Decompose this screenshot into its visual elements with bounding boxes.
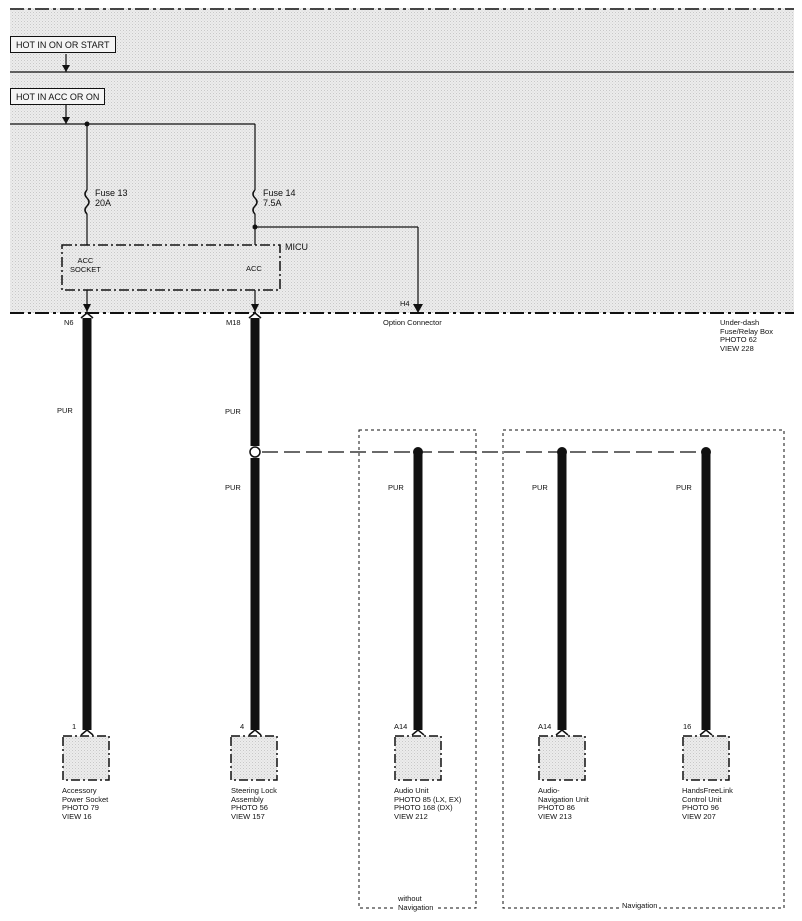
fuse-13-symbol bbox=[84, 189, 90, 215]
wire-color-hfl: PUR bbox=[676, 483, 692, 492]
connector-audio-nav-unit bbox=[538, 735, 586, 781]
hot-in-acc-or-on-label: HOT IN ACC OR ON bbox=[10, 88, 106, 105]
pin-steering-lock: 4 bbox=[240, 722, 245, 731]
wire-color-m18-upper: PUR bbox=[225, 407, 241, 416]
component-connectors bbox=[62, 729, 730, 781]
micu-label: MICU bbox=[285, 242, 308, 252]
option-connector-pin: H4 bbox=[400, 299, 410, 308]
wire-color-audio-nav: PUR bbox=[532, 483, 548, 492]
fuse-box-area bbox=[10, 8, 794, 313]
splice-steering bbox=[249, 446, 261, 458]
navigation-group bbox=[502, 429, 785, 909]
terminal-m18: M18 bbox=[226, 318, 241, 327]
hot-in-on-or-start-label: HOT IN ON OR START bbox=[10, 36, 116, 53]
pin-hfl-unit: 16 bbox=[683, 722, 692, 731]
option-connector-label: Option Connector bbox=[383, 318, 442, 327]
fuse-14-symbol bbox=[252, 189, 258, 215]
terminal-n6: N6 bbox=[64, 318, 74, 327]
pin-audio-unit: A14 bbox=[394, 722, 408, 731]
pin-audio-nav-unit: A14 bbox=[538, 722, 552, 731]
connector-accessory-socket bbox=[62, 735, 110, 781]
wire-color-m18-lower: PUR bbox=[225, 483, 241, 492]
connector-audio-unit bbox=[394, 735, 442, 781]
connector-hfl-unit bbox=[682, 735, 730, 781]
connector-steering-lock bbox=[230, 735, 278, 781]
pin-accessory-socket: 1 bbox=[72, 722, 77, 731]
option-connector-arrow bbox=[413, 304, 423, 313]
acc-label: ACC bbox=[246, 264, 262, 273]
navigation-caption: Navigation bbox=[620, 901, 660, 911]
wire-color-n6: PUR bbox=[57, 406, 73, 415]
without-navigation-group bbox=[358, 429, 477, 909]
wire-color-audio: PUR bbox=[388, 483, 404, 492]
micu-box bbox=[61, 244, 281, 291]
